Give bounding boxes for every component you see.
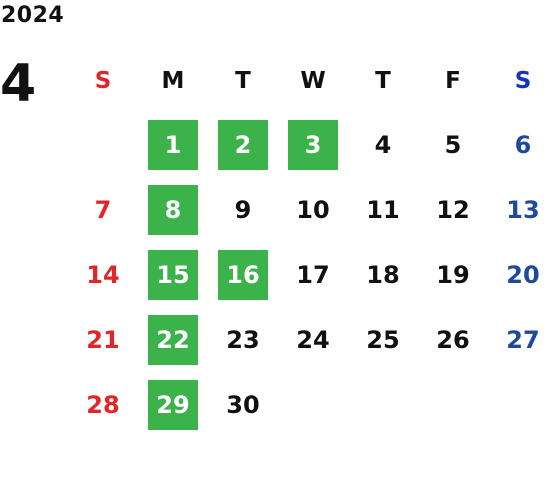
empty-day-cell — [348, 372, 418, 437]
day-number: 30 — [226, 390, 260, 419]
weekday-header: S — [94, 68, 112, 94]
weekday-header: T — [235, 68, 251, 94]
day-cell: 4 — [348, 112, 418, 177]
day-number: 8 — [148, 184, 198, 235]
day-number: 11 — [366, 195, 400, 224]
day-number: 12 — [436, 195, 470, 224]
day-number — [288, 380, 338, 430]
day-cell: 18 — [348, 242, 418, 307]
weekday-header: T — [375, 68, 391, 94]
highlighted-day-cell: 16 — [208, 242, 278, 307]
day-number — [428, 380, 478, 430]
day-number: 17 — [296, 260, 330, 289]
day-number: 19 — [436, 260, 470, 289]
highlighted-day-cell: 2 — [208, 112, 278, 177]
day-cell: 20 — [488, 242, 548, 307]
day-cell: 26 — [418, 307, 488, 372]
day-number — [78, 120, 128, 170]
day-number: 5 — [444, 130, 462, 159]
highlighted-day-cell: 8 — [138, 177, 208, 242]
highlighted-day-cell: 1 — [138, 112, 208, 177]
day-number: 23 — [226, 325, 260, 354]
day-cell: 14 — [68, 242, 138, 307]
weekday-header: F — [445, 68, 461, 94]
day-cell: 24 — [278, 307, 348, 372]
day-number: 18 — [366, 260, 400, 289]
highlighted-day-cell: 29 — [138, 372, 208, 437]
day-number: 20 — [506, 260, 540, 289]
day-number: 7 — [94, 195, 112, 224]
day-number: 21 — [86, 325, 120, 354]
day-number: 26 — [436, 325, 470, 354]
day-number: 4 — [374, 130, 392, 159]
day-cell: 5 — [418, 112, 488, 177]
weekday-header: W — [300, 68, 326, 94]
day-cell: 27 — [488, 307, 548, 372]
day-number: 22 — [148, 314, 198, 365]
day-cell: 28 — [68, 372, 138, 437]
day-number: 3 — [288, 119, 338, 170]
empty-day-cell — [68, 112, 138, 177]
day-cell: 11 — [348, 177, 418, 242]
day-number — [358, 380, 408, 430]
day-cell: 19 — [418, 242, 488, 307]
day-number: 2 — [218, 119, 268, 170]
weekday-header: M — [161, 68, 185, 94]
day-number: 25 — [366, 325, 400, 354]
day-cell: 9 — [208, 177, 278, 242]
highlighted-day-cell: 22 — [138, 307, 208, 372]
day-number: 27 — [506, 325, 540, 354]
day-cell: 6 — [488, 112, 548, 177]
day-cell: 13 — [488, 177, 548, 242]
day-number: 29 — [148, 379, 198, 430]
day-cell: 21 — [68, 307, 138, 372]
highlighted-day-cell: 3 — [278, 112, 348, 177]
day-cell: 30 — [208, 372, 278, 437]
day-cell: 23 — [208, 307, 278, 372]
highlighted-day-cell: 15 — [138, 242, 208, 307]
day-cell: 7 — [68, 177, 138, 242]
day-number: 13 — [506, 195, 540, 224]
day-number: 10 — [296, 195, 330, 224]
day-cell: 17 — [278, 242, 348, 307]
day-number: 24 — [296, 325, 330, 354]
day-number: 9 — [234, 195, 252, 224]
weekday-header: S — [514, 68, 532, 94]
day-cell: 25 — [348, 307, 418, 372]
empty-day-cell — [278, 372, 348, 437]
day-number: 6 — [514, 130, 532, 159]
day-number: 28 — [86, 390, 120, 419]
day-number: 1 — [148, 119, 198, 170]
empty-day-cell — [488, 372, 548, 437]
day-number: 14 — [86, 260, 120, 289]
calendar-year: 2024 — [1, 3, 65, 28]
empty-day-cell — [418, 372, 488, 437]
day-cell: 12 — [418, 177, 488, 242]
day-number: 15 — [148, 249, 198, 300]
day-number: 16 — [218, 249, 268, 300]
day-number — [498, 380, 548, 430]
calendar-month: 4 — [0, 54, 37, 114]
day-cell: 10 — [278, 177, 348, 242]
